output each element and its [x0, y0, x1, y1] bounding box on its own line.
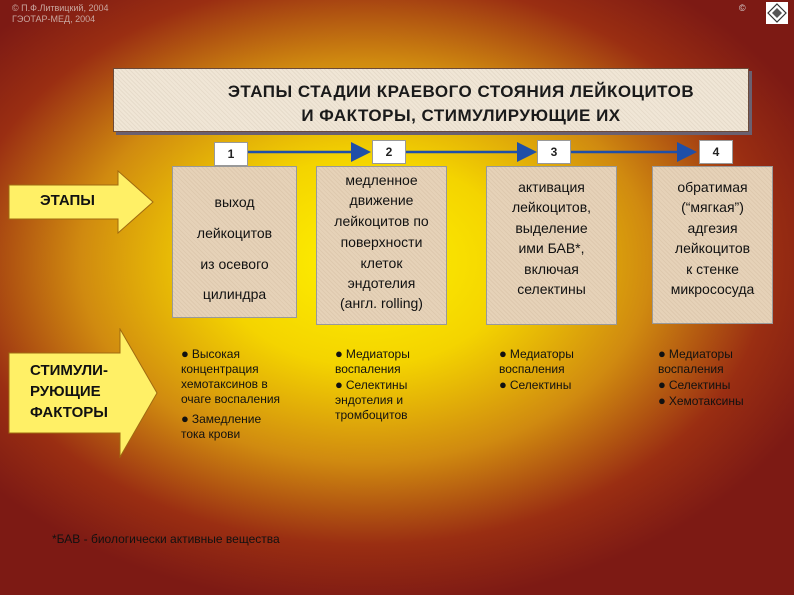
stage-4-line-2: (“мягкая”): [681, 199, 744, 215]
factor-2-item-4: эндотелия и: [335, 393, 404, 407]
step-number-2: 2: [372, 140, 406, 164]
stage-1-line-1: выход: [214, 194, 255, 210]
bullet-icon: ●: [658, 377, 666, 392]
stages-arrow-icon: [8, 170, 154, 234]
factor-1-item-3: хемотаксинов в: [181, 377, 268, 391]
publisher-logo-icon: [766, 2, 788, 24]
factor-3-item-3: ●Селектины: [499, 377, 572, 392]
stage-3-line-1: активация: [518, 179, 585, 195]
stage-4-line-6: микрососуда: [670, 281, 755, 297]
factor-4-item-3: ●Селектины: [658, 377, 731, 392]
factor-4-item-1: ●Медиаторы: [658, 346, 733, 361]
stage-box-1: выход лейкоцитов из осевого цилиндра: [172, 166, 297, 318]
bullet-icon: ●: [499, 377, 507, 392]
stage-3-line-5: включая: [524, 261, 579, 277]
factor-4-item-4: ●Хемотаксины: [658, 393, 744, 408]
bullet-icon: ●: [335, 377, 343, 392]
stage-1-line-2: лейкоцитов: [196, 225, 273, 241]
stage-3-line-4: ими БАВ*,: [518, 240, 585, 256]
factor-2-item-5: тромбоцитов: [335, 408, 408, 422]
bullet-icon: ●: [658, 393, 666, 408]
factor-1-item-4: очаге воспаления: [181, 392, 281, 406]
stage-2-line-1: медленное: [345, 172, 418, 188]
title-line-1: ЭТАПЫ СТАДИИ КРАЕВОГО СТОЯНИЯ ЛЕЙКОЦИТОВ: [227, 82, 695, 101]
stage-2-line-3: лейкоцитов по: [334, 213, 429, 229]
factor-2-item-1: ●Медиаторы: [335, 346, 410, 361]
stage-4-line-4: лейкоцитов: [674, 240, 751, 256]
factors-arrow-icon: [8, 328, 158, 458]
factor-list-4: ●Медиаторы воспаления ●Селектины ●Хемота…: [658, 346, 744, 409]
stage-4-line-3: адгезия: [687, 220, 738, 236]
factor-1-item-2: концентрация: [181, 362, 259, 376]
copyright-line-1: © П.Ф.Литвицкий, 2004: [12, 3, 109, 13]
stage-2-line-2: движение: [349, 192, 414, 208]
factors-label-line-3: ФАКТОРЫ: [30, 404, 108, 421]
stages-label: ЭТАПЫ: [40, 192, 95, 209]
stage-2-line-5: клеток: [360, 255, 403, 271]
factor-list-1: ●Высокая концентрация хемотаксинов в оча…: [181, 346, 280, 442]
bullet-icon: ●: [658, 346, 666, 361]
title-line-2: И ФАКТОРЫ, СТИМУЛИРУЮЩИЕ ИХ: [301, 106, 621, 125]
factor-4-item-2: воспаления: [658, 362, 724, 376]
step-number-3: 3: [537, 140, 571, 164]
footnote: *БАВ - биологически активные вещества: [52, 532, 280, 546]
copyright-line-2: ГЭОТАР-МЕД, 2004: [12, 14, 96, 24]
bullet-icon: ●: [335, 346, 343, 361]
bullet-icon: ●: [499, 346, 507, 361]
stage-1-line-4: цилиндра: [202, 286, 267, 302]
stage-4-line-1: обратимая: [677, 179, 748, 195]
factor-1-item-1: ●Высокая: [181, 346, 240, 361]
title-box: ЭТАПЫ СТАДИИ КРАЕВОГО СТОЯНИЯ ЛЕЙКОЦИТОВ…: [113, 68, 749, 132]
factor-list-3: ●Медиаторы воспаления ●Селектины: [499, 346, 574, 393]
factors-label-line-1: СТИМУЛИ-: [30, 362, 108, 379]
stage-box-4: обратимая (“мягкая”) адгезия лейкоцитов …: [652, 166, 773, 324]
stage-box-3: активация лейкоцитов, выделение ими БАВ*…: [486, 166, 617, 325]
step-number-4: 4: [699, 140, 733, 164]
stage-2-line-4: поверхности: [340, 234, 423, 250]
factor-list-2: ●Медиаторы воспаления ●Селектины эндотел…: [335, 346, 410, 423]
factor-2-item-3: ●Селектины: [335, 377, 408, 392]
stage-3-line-3: выделение: [515, 220, 588, 236]
factor-3-item-1: ●Медиаторы: [499, 346, 574, 361]
bullet-icon: ●: [181, 346, 189, 361]
factor-1-item-5: ●Замедление: [181, 411, 262, 426]
stage-4-line-5: к стенке: [686, 261, 739, 277]
stage-2-line-6: эндотелия: [347, 275, 416, 291]
factor-2-item-2: воспаления: [335, 362, 401, 376]
stage-1-line-3: из осевого: [200, 256, 269, 272]
stage-3-line-6: селектины: [517, 281, 586, 297]
corner-copyright: ©: [739, 3, 746, 13]
factor-3-item-2: воспаления: [499, 362, 565, 376]
stage-2-line-7: (англ. rolling): [340, 295, 423, 311]
factor-1-item-6: тока крови: [181, 427, 241, 441]
bullet-icon: ●: [181, 411, 189, 426]
stage-3-line-2: лейкоцитов,: [511, 199, 592, 215]
step-number-1: 1: [214, 142, 248, 166]
stage-box-2: медленное движение лейкоцитов по поверхн…: [316, 166, 447, 325]
factors-label-line-2: РУЮЩИЕ: [30, 383, 101, 400]
